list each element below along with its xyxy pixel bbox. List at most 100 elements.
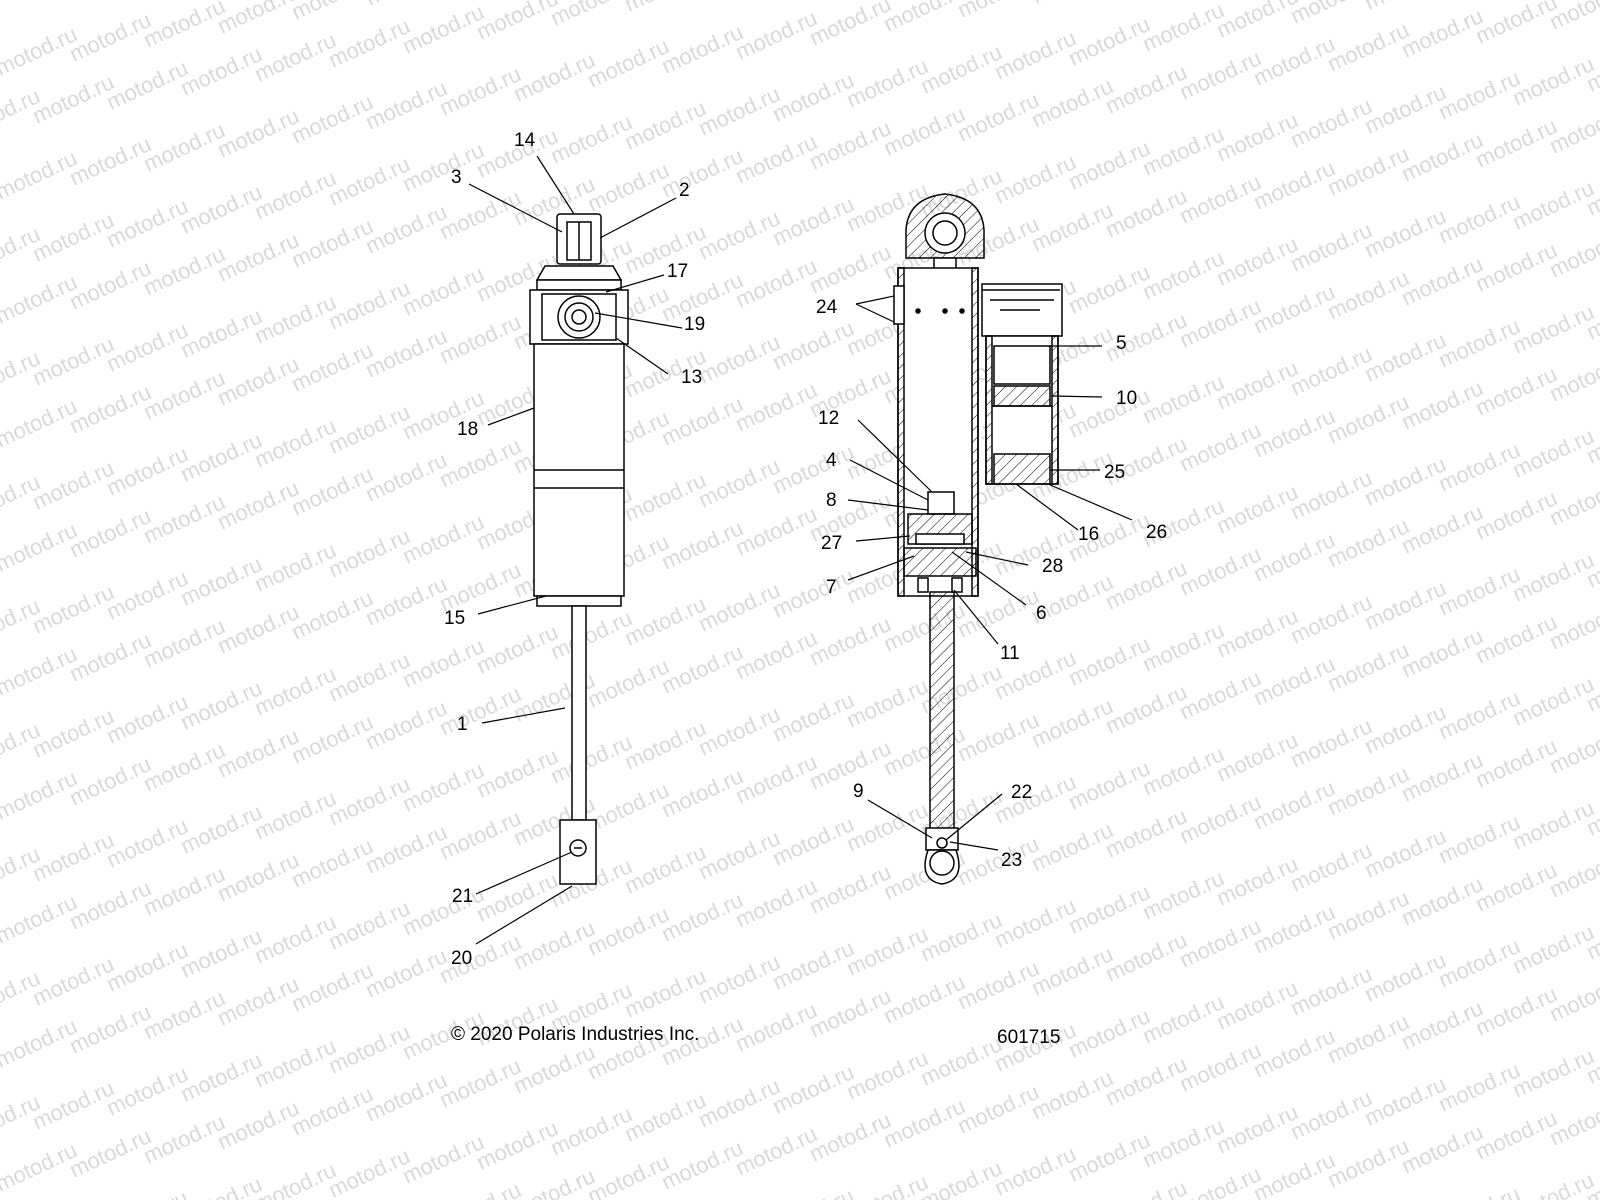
callout-17: 17 bbox=[667, 261, 688, 282]
watermark-text: motod.ru bbox=[1065, 755, 1154, 814]
watermark-text: motod.ru bbox=[658, 887, 747, 946]
watermark-text: motod.ru bbox=[1028, 817, 1117, 876]
watermark-text: motod.ru bbox=[66, 131, 155, 190]
watermark-text: motod.ru bbox=[251, 1033, 340, 1092]
watermark-text: motod.ru bbox=[769, 315, 858, 374]
watermark-text: motod.ru bbox=[362, 199, 451, 258]
watermark-text: motod.ru bbox=[695, 825, 784, 884]
watermark-text: motod.ru bbox=[288, 0, 377, 25]
watermark-text: motod.ru bbox=[1287, 1085, 1376, 1144]
watermark-text: motod.ru bbox=[1472, 733, 1561, 792]
shaft bbox=[571, 605, 587, 821]
watermark-text: motod.ru bbox=[436, 1177, 525, 1200]
watermark-text: motod.ru bbox=[1472, 1105, 1561, 1164]
watermark-text: motod.ru bbox=[29, 951, 118, 1010]
watermark-text: motod.ru bbox=[1176, 1161, 1265, 1200]
watermark-text: motod.ru bbox=[1102, 59, 1191, 118]
watermark-text: motod.ru bbox=[66, 7, 155, 66]
watermark-text: motod.ru bbox=[584, 653, 673, 712]
callout-2: 2 bbox=[679, 180, 690, 201]
watermark-text: motod.ru bbox=[1361, 203, 1450, 262]
watermark-text: motod.ru bbox=[1472, 981, 1561, 1040]
watermark-text: motod.ru bbox=[214, 103, 303, 162]
watermark-text: motod.ru bbox=[1287, 93, 1376, 152]
watermark-text: motod.ru bbox=[177, 799, 266, 858]
watermark-text: motod.ru bbox=[1324, 141, 1413, 200]
watermark-text: motod.ru bbox=[1398, 375, 1487, 434]
watermark-text: motod.ru bbox=[66, 379, 155, 438]
watermark-text: motod.ru bbox=[584, 777, 673, 836]
callout-12: 12 bbox=[818, 408, 839, 429]
watermark-text: motod.ru bbox=[1139, 989, 1228, 1048]
watermark-text: motod.ru bbox=[1435, 561, 1524, 620]
callout-21: 21 bbox=[452, 886, 473, 907]
watermark-text: motod.ru bbox=[140, 1109, 229, 1168]
watermark-text: motod.ru bbox=[991, 893, 1080, 952]
watermark-text: motod.ru bbox=[1176, 541, 1265, 600]
watermark-text: motod.ru bbox=[695, 577, 784, 636]
watermark-text: motod.ru bbox=[325, 895, 414, 954]
watermark-text: motod.ru bbox=[1176, 665, 1265, 724]
watermark-text: motod.ru bbox=[288, 461, 377, 520]
watermark-text: motod.ru bbox=[399, 1129, 488, 1188]
watermark-text: motod.ru bbox=[66, 255, 155, 314]
watermark-text: motod.ru bbox=[103, 441, 192, 500]
watermark-text: motod.ru bbox=[954, 0, 1043, 23]
callout-18: 18 bbox=[457, 419, 478, 440]
watermark-text: motod.ru bbox=[510, 1039, 599, 1098]
watermark-text: motod.ru bbox=[288, 585, 377, 644]
watermark-text: motod.ru bbox=[1176, 417, 1265, 476]
watermark-text: motod.ru bbox=[843, 921, 932, 980]
watermark-text: motod.ru bbox=[1509, 423, 1598, 482]
watermark-text: motod.ru bbox=[140, 117, 229, 176]
watermark-text: motod.ru bbox=[362, 75, 451, 134]
watermark-text: motod.ru bbox=[399, 881, 488, 940]
watermark-text: motod.ru bbox=[1028, 197, 1117, 256]
watermark-text: motod.ru bbox=[621, 591, 710, 650]
watermark-text: motod.ru bbox=[1213, 603, 1302, 662]
watermark-text: motod.ru bbox=[991, 769, 1080, 828]
watermark-text: motod.ru bbox=[1102, 927, 1191, 986]
watermark-text: motod.ru bbox=[1213, 479, 1302, 538]
watermark-text: motod.ru bbox=[1509, 795, 1598, 854]
watermark-text: motod.ru bbox=[547, 1101, 636, 1160]
watermark-text: motod.ru bbox=[140, 241, 229, 300]
watermark-text: motod.ru bbox=[362, 819, 451, 878]
watermark-text: motod.ru bbox=[732, 873, 821, 932]
watermark-text: motod.ru bbox=[288, 213, 377, 272]
watermark-text: motod.ru bbox=[510, 47, 599, 106]
watermark-text: motod.ru bbox=[177, 1047, 266, 1106]
callout-22: 22 bbox=[1011, 782, 1032, 803]
watermark-text: motod.ru bbox=[29, 1075, 118, 1134]
watermark-text: motod.ru bbox=[214, 847, 303, 906]
watermark-text: motod.ru bbox=[103, 317, 192, 376]
watermark-text: motod.ru bbox=[1287, 0, 1376, 29]
watermark-text: motod.ru bbox=[473, 743, 562, 802]
watermark-text: motod.ru bbox=[732, 377, 821, 436]
watermark-text: motod.ru bbox=[954, 87, 1043, 146]
watermark-text: motod.ru bbox=[880, 101, 969, 160]
watermark-text: motod.ru bbox=[288, 337, 377, 396]
watermark-text: motod.ru bbox=[547, 109, 636, 168]
section-reservoir bbox=[981, 283, 1063, 485]
watermark-text: motod.ru bbox=[695, 949, 784, 1008]
watermark-text: motod.ru bbox=[1028, 73, 1117, 132]
watermark-text: motod.ru bbox=[103, 193, 192, 252]
watermark-text: motod.ru bbox=[473, 1115, 562, 1174]
callout-23: 23 bbox=[1001, 850, 1022, 871]
watermark-text: motod.ru bbox=[1287, 217, 1376, 276]
watermark-text: motod.ru bbox=[584, 33, 673, 92]
watermark-text: motod.ru bbox=[436, 433, 525, 492]
watermark-text: motod.ru bbox=[1509, 919, 1598, 978]
watermark-text: motod.ru bbox=[251, 165, 340, 224]
watermark-text: motod.ru bbox=[1102, 307, 1191, 366]
watermark-text: motod.ru bbox=[251, 413, 340, 472]
copyright-notice: © 2020 Polaris Industries Inc. bbox=[451, 1024, 699, 1045]
watermark-text: motod.ru bbox=[1509, 299, 1598, 358]
watermark-text: motod.ru bbox=[843, 673, 932, 732]
watermark-text: motod.ru bbox=[769, 1059, 858, 1118]
watermark-text: motod.ru bbox=[1435, 933, 1524, 992]
watermark-text: motod.ru bbox=[399, 509, 488, 568]
watermark-text: motod.ru bbox=[1324, 885, 1413, 944]
